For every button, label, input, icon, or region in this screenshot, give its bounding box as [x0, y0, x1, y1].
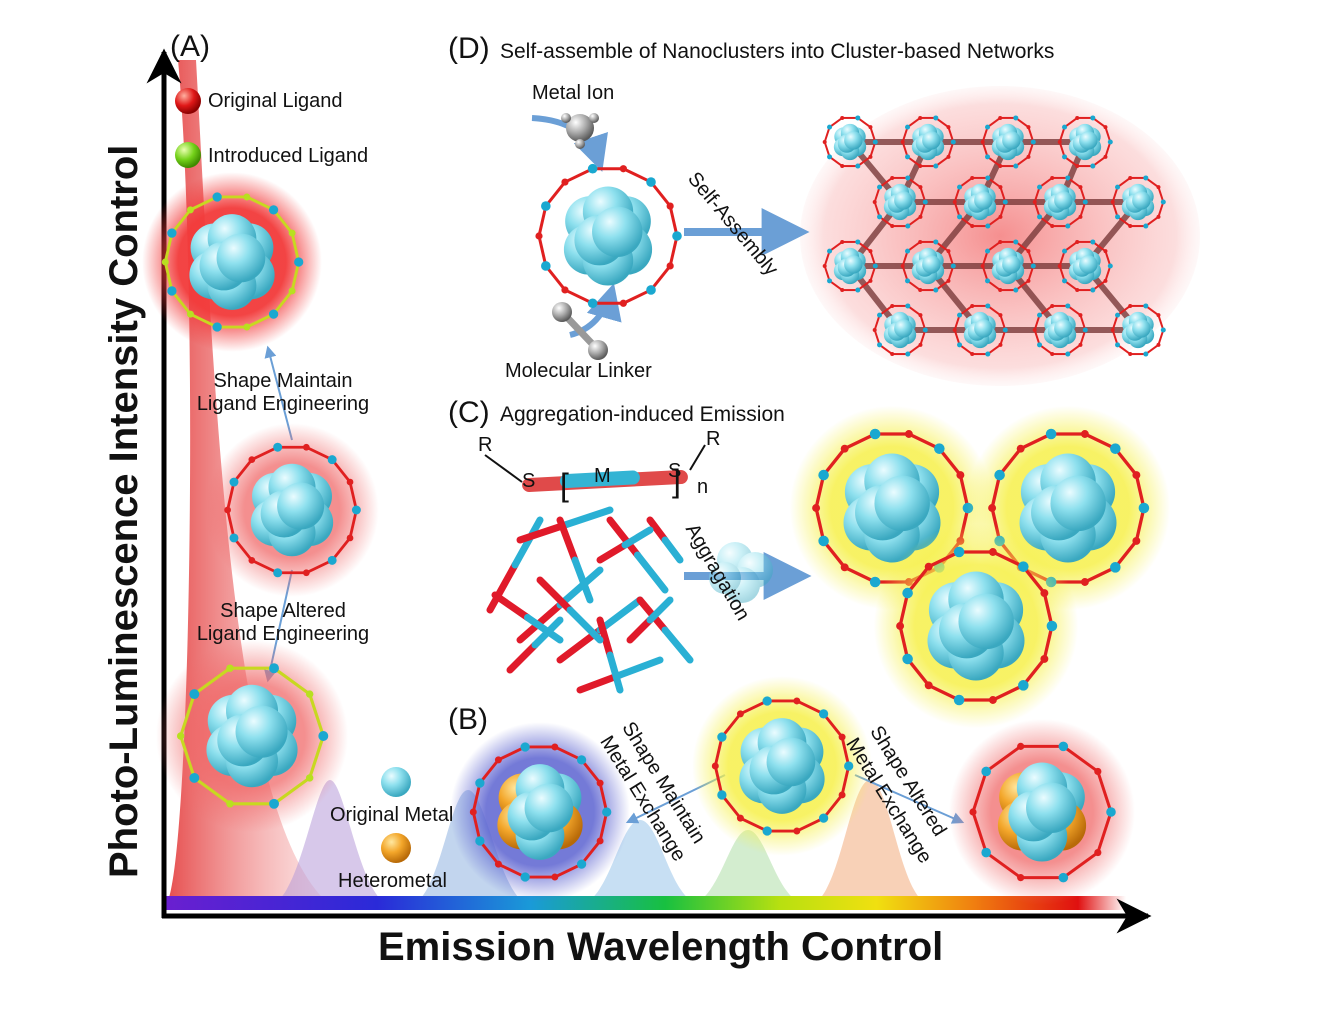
spectrum-bar [166, 896, 1126, 910]
polymer-rod-15 [596, 526, 654, 564]
cluster-b-hetero-blue [450, 722, 630, 902]
network-node-5 [872, 175, 928, 229]
polymer-rod-14 [506, 616, 564, 674]
polymer-rod-10 [536, 576, 604, 644]
panel-b-letter: (B) [448, 703, 488, 736]
polymer-rod-11 [626, 596, 674, 644]
polymer-rod-8 [491, 591, 564, 644]
polymer-rod-1 [486, 516, 544, 614]
metal-ion-label: Metal Ion [532, 82, 615, 104]
network-node-7 [1032, 175, 1088, 229]
x-axis-title: Emission Wavelength Control [378, 925, 944, 969]
network-node-12 [1057, 239, 1113, 293]
svg-text:]: ] [672, 463, 681, 499]
polymer-rod-9 [596, 616, 624, 694]
formula-n: n [697, 476, 709, 498]
polymer-formula: [ ] [484, 444, 706, 503]
molecular-linker-icon [552, 302, 608, 360]
polymer-rods [486, 506, 694, 694]
legend-original-metal: Original Metal [330, 804, 454, 826]
legend-introduced-ligand: Introduced Ligand [208, 145, 369, 167]
formula-m: M [594, 465, 611, 487]
network-node-2 [900, 115, 956, 169]
cluster-a-mid [205, 423, 379, 597]
polymer-rod-4 [516, 506, 614, 544]
molecular-linker-label: Molecular Linker [505, 360, 652, 382]
network-node-14 [952, 303, 1008, 357]
heterometal-icon [381, 833, 411, 863]
svg-text:[: [ [560, 467, 569, 503]
network-node-10 [900, 239, 956, 293]
network-node-15 [1032, 303, 1088, 357]
polymer-rod-13 [646, 516, 684, 564]
cluster-a-top [142, 172, 322, 352]
network-node-1 [822, 115, 878, 169]
panel-d-title: Self-assemble of Nanoclusters into Clust… [500, 40, 1055, 63]
y-axis-title: Photo-Luminescence Intensity Control [102, 144, 146, 878]
network-node-6 [952, 175, 1008, 229]
cluster-a-bottom [155, 639, 349, 833]
legend-original-ligand: Original Ligand [208, 90, 343, 112]
formula-r-right: R [706, 428, 721, 450]
cluster-c-bottom [873, 523, 1079, 729]
cluster-d-single [535, 163, 682, 309]
original-metal-icon [381, 767, 411, 797]
panel-c-title: Aggregation-induced Emission [500, 403, 785, 426]
legend-heterometal: Heterometal [338, 870, 447, 892]
network-node-3 [980, 115, 1036, 169]
original-ligand-icon [175, 88, 201, 114]
polymer-rod-5 [606, 516, 669, 594]
introduced-ligand-icon [175, 142, 201, 168]
formula-r-left: R [478, 434, 493, 456]
cluster-b-yellow [692, 676, 872, 856]
network-node-11 [980, 239, 1036, 293]
network-node-16 [1110, 303, 1166, 357]
panel-d-letter: (D) [448, 32, 490, 65]
network-node-9 [822, 239, 878, 293]
network-node-8 [1110, 175, 1166, 229]
metal-ion-icon [561, 113, 599, 149]
network-node-4 [1057, 115, 1113, 169]
formula-s-right: S [668, 460, 682, 482]
aggregation-ghost-cluster [709, 542, 773, 603]
nanoclusters [142, 115, 1171, 905]
formula-s-left: S [522, 470, 536, 492]
network-node-13 [872, 303, 928, 357]
panel-c-letter: (C) [448, 396, 490, 429]
cluster-b-hetero-red [949, 719, 1135, 905]
polymer-rod-12 [556, 516, 594, 604]
panel-a-letter: (A) [170, 30, 210, 63]
